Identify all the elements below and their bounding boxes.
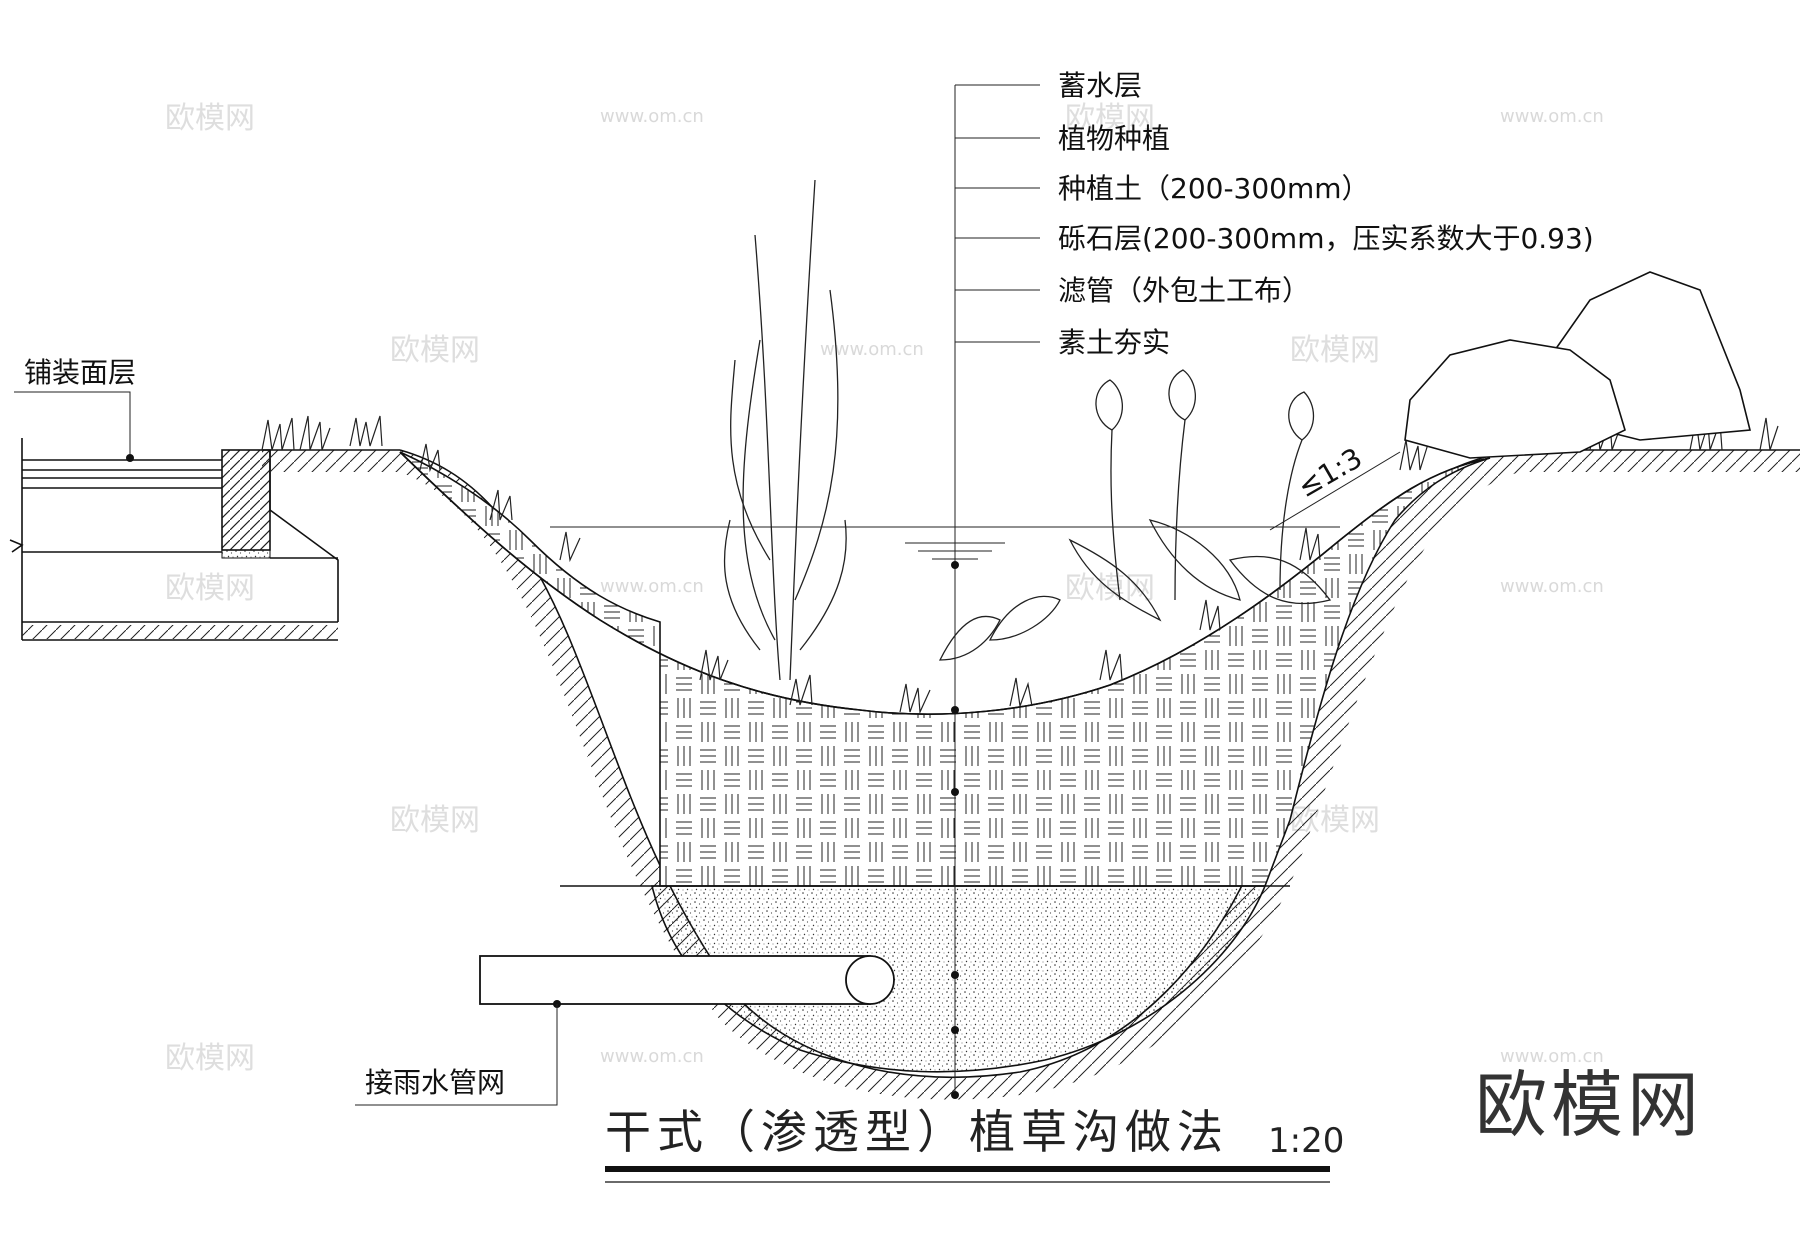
watermark-brand: 欧模网 bbox=[165, 571, 255, 606]
layer-label: 蓄水层 bbox=[1058, 69, 1142, 102]
watermark-brand: 欧模网 bbox=[165, 1041, 255, 1076]
watermark-brand: 欧模网 bbox=[165, 101, 255, 136]
watermark-url: www.om.cn bbox=[1500, 1046, 1604, 1067]
watermark-url: www.om.cn bbox=[600, 1046, 704, 1067]
watermark-url: www.om.cn bbox=[1500, 106, 1604, 127]
water-level bbox=[550, 526, 1340, 560]
watermark-brand: 欧模网 bbox=[390, 803, 480, 838]
slope-label: ≤1:3 bbox=[1292, 441, 1368, 504]
watermark-url: www.om.cn bbox=[1500, 576, 1604, 597]
layer-label: 滤管（外包土工布） bbox=[1058, 274, 1310, 307]
swale-surface bbox=[399, 451, 1491, 715]
scale-text: 1:20 bbox=[1268, 1121, 1344, 1161]
layer-label: 种植土（200-300mm） bbox=[1058, 172, 1370, 205]
flowering-plants bbox=[938, 369, 1332, 661]
paving-label: 铺装面层 bbox=[24, 356, 136, 389]
watermark-url: www.om.cn bbox=[600, 576, 704, 597]
title-text: 干式（渗透型）植草沟做法 bbox=[605, 1105, 1229, 1159]
boulders bbox=[1404, 271, 1752, 459]
watermark-brand: 欧模网 bbox=[1065, 571, 1155, 606]
filter-pipe bbox=[355, 955, 895, 1106]
brand-logo: 欧模网 bbox=[1475, 1063, 1703, 1147]
watermark-url: www.om.cn bbox=[820, 339, 924, 360]
watermark-layer: 欧模网 www.om.cn 欧模网 www.om.cn 欧模网 www.om.c… bbox=[165, 101, 1604, 1076]
watermark-brand: 欧模网 bbox=[1065, 101, 1155, 136]
pipe-label: 接雨水管网 bbox=[365, 1066, 505, 1099]
watermark-brand: 欧模网 bbox=[390, 333, 480, 368]
paving-callout: 铺装面层 bbox=[14, 356, 136, 462]
drawing-title: 干式（渗透型）植草沟做法 1:20 bbox=[605, 1105, 1344, 1183]
layer-label: 砾石层(200-300mm，压实系数大于0.93) bbox=[1058, 222, 1594, 255]
layer-label: 素土夯实 bbox=[1058, 326, 1170, 359]
watermark-url: www.om.cn bbox=[600, 106, 704, 127]
watermark-brand: 欧模网 bbox=[1290, 333, 1380, 368]
layer-callout: 蓄水层 植物种植 种植土（200-300mm） 砾石层(200-300mm，压实… bbox=[951, 69, 1594, 1099]
reed-plant bbox=[723, 179, 847, 681]
layer-label: 植物种植 bbox=[1058, 122, 1170, 155]
